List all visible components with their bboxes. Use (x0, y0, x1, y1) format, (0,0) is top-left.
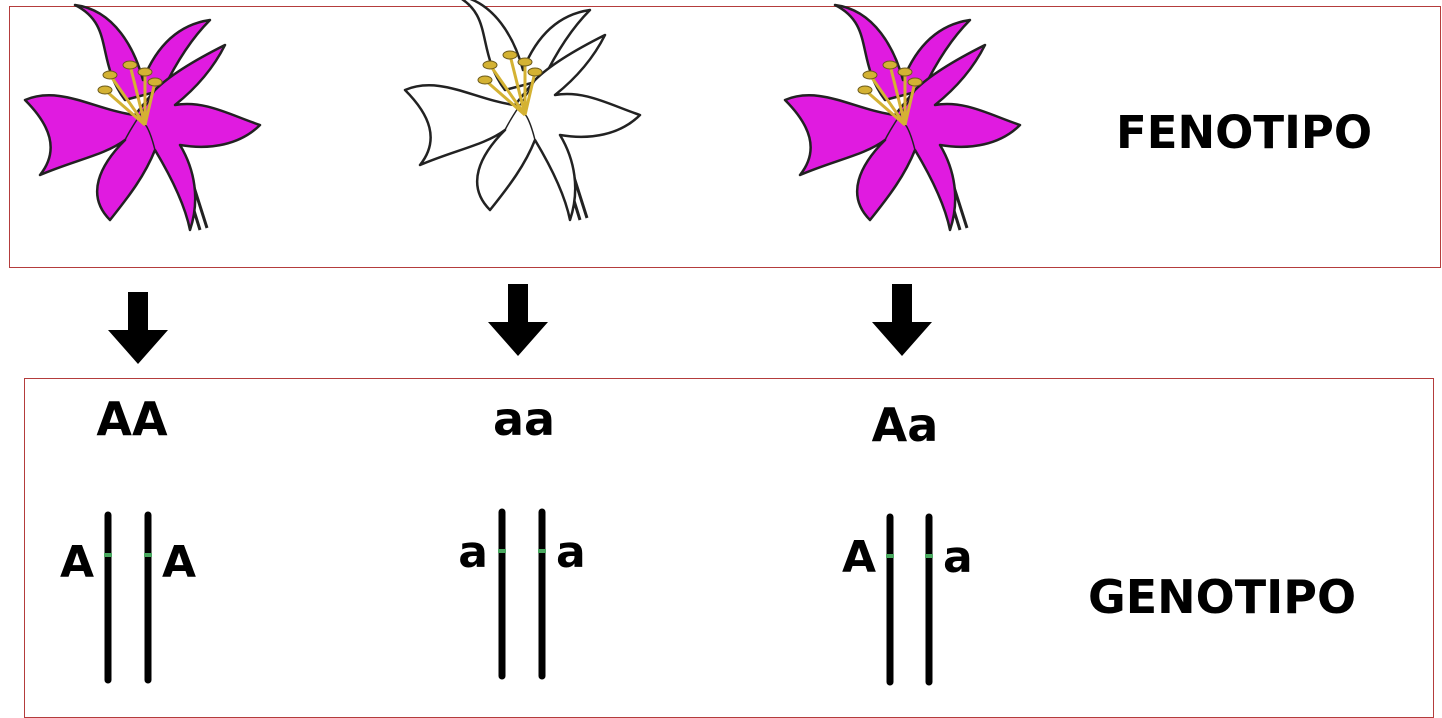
stamen-anther (122, 60, 138, 70)
stamen-anther (907, 77, 923, 87)
stamen-anther (97, 85, 113, 95)
stamen-filament (903, 81, 917, 126)
stamen-anther (862, 70, 878, 80)
flower-icon-2 (403, 0, 642, 222)
stamen-anther (882, 60, 898, 70)
stamen-filament (143, 81, 157, 126)
stamen-filament (868, 74, 907, 126)
genotype-1-label: AA (96, 392, 168, 446)
right-allele-label: A (162, 537, 196, 588)
flower-stamens (857, 60, 923, 127)
stamen-anther (477, 75, 493, 85)
stamen-filament (523, 71, 537, 116)
stamen-filament (508, 54, 527, 116)
stamen-anther (527, 67, 543, 77)
stamen-filament (128, 64, 147, 126)
stamen-anther (482, 60, 498, 70)
stamen-filament (864, 88, 906, 127)
stamen-filament (888, 64, 907, 126)
phenotype-panel (9, 6, 1441, 268)
genotype-3-label: Aa (871, 398, 939, 452)
flower-icon-3 (783, 3, 1022, 232)
stamen-filament (484, 78, 526, 117)
stamen-anther (857, 85, 873, 95)
right-allele-label: a (943, 532, 973, 583)
phenotype-label: FENOTIPO (1116, 106, 1373, 159)
genotype-label: GENOTIPO (1088, 570, 1357, 624)
down-arrow-icon-3 (872, 284, 932, 356)
stamen-anther (517, 57, 533, 67)
flower-petals (783, 43, 1022, 232)
stamen-anther (102, 70, 118, 80)
stamen-anther (147, 77, 163, 87)
flower-petals (403, 33, 642, 222)
flower-petals (23, 43, 262, 232)
stamen-anther (897, 67, 913, 77)
stamen-anther (137, 67, 153, 77)
flower-stamens (97, 60, 163, 127)
flower-stamens (477, 50, 543, 117)
left-allele-label: a (458, 527, 488, 578)
left-allele-label: A (842, 532, 876, 583)
down-arrow-icon-2 (488, 284, 548, 356)
stamen-filament (108, 74, 147, 126)
right-allele-label: a (556, 527, 586, 578)
stamen-filament (104, 88, 146, 127)
genotype-2-label: aa (492, 392, 556, 446)
down-arrow-icon-1 (108, 292, 168, 364)
flower-back-petals (73, 3, 212, 102)
flower-icon-1 (23, 3, 262, 232)
stamen-anther (502, 50, 518, 60)
left-allele-label: A (60, 537, 94, 588)
flower-back-petals (833, 3, 972, 102)
stamen-filament (488, 64, 527, 116)
